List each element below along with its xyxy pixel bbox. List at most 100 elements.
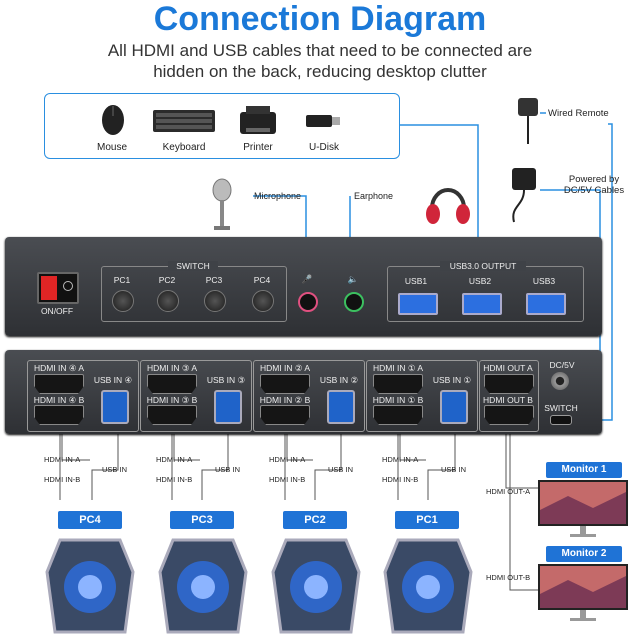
power-label: Powered by DC/5V Cables — [548, 174, 640, 196]
usb-output-label: USB3.0 OUTPUT — [440, 261, 526, 271]
peripheral-label: Keyboard — [162, 142, 206, 153]
headphones-icon — [426, 188, 470, 224]
hdmi-in-4a-port[interactable] — [34, 374, 84, 394]
usb-in-1-port[interactable] — [440, 390, 468, 424]
cable-label: HDMI IN-A — [156, 455, 193, 464]
monitor-tag: Monitor 1 — [546, 462, 622, 478]
subtitle-line-2: hidden on the back, reducing desktop clu… — [153, 62, 487, 81]
monitor-icon — [538, 564, 628, 621]
hdmi-in-3a-port[interactable] — [147, 374, 197, 394]
earphone-jack[interactable] — [344, 292, 364, 312]
usb-port-label: USB2 — [468, 276, 492, 286]
microphone-icon — [212, 178, 232, 230]
cable-label: HDMI IN-A — [382, 455, 419, 464]
cable-label: HDMI IN-B — [269, 475, 306, 484]
usb-port-label: USB1 — [404, 276, 428, 286]
subtitle: All HDMI and USB cables that need to be … — [0, 40, 640, 82]
cable-label: USB IN — [328, 465, 354, 474]
switch-jack-label: SWITCH — [544, 403, 578, 413]
pc-tower-icon — [383, 538, 473, 634]
pc1-button[interactable] — [112, 290, 134, 312]
power-label-line-1: Powered by — [568, 174, 620, 185]
pc-tag: PC1 — [395, 511, 459, 529]
speaker-icon: 🔈 — [347, 274, 359, 284]
hdmi-in-3b-port[interactable] — [147, 405, 197, 425]
switch-group-label: SWITCH — [168, 261, 218, 271]
pc-tag: PC4 — [58, 511, 122, 529]
pc4-button[interactable] — [252, 290, 274, 312]
usb1-port[interactable] — [398, 293, 438, 315]
pc2-button[interactable] — [157, 290, 179, 312]
cable-label: HDMI OUT-A — [486, 487, 531, 496]
hdmi-in-2a-port[interactable] — [260, 374, 310, 394]
peripheral-label: Printer — [243, 142, 273, 153]
monitor-icon — [538, 480, 628, 537]
subtitle-line-1: All HDMI and USB cables that need to be … — [107, 41, 533, 60]
cable-label: HDMI IN-A — [44, 455, 81, 464]
usb-in-label: USB IN ④ — [93, 375, 133, 385]
switch-jack[interactable] — [550, 415, 572, 425]
power-switch-rocker — [41, 276, 57, 300]
usb-drive-icon — [306, 115, 340, 127]
cable-label: USB IN — [102, 465, 128, 474]
power-switch-mark — [63, 281, 73, 291]
hdmi-out-b-port[interactable] — [484, 405, 534, 425]
rear-group-pc2 — [253, 360, 365, 432]
wired-remote-icon — [518, 98, 538, 144]
peripheral-label: U-Disk — [309, 142, 339, 153]
usb-in-3-port[interactable] — [214, 390, 242, 424]
front-panel — [5, 237, 602, 336]
usb-in-4-port[interactable] — [101, 390, 129, 424]
usb2-port[interactable] — [462, 293, 502, 315]
microphone-jack[interactable] — [298, 292, 318, 312]
hdmi-label: HDMI IN ④ A — [33, 363, 85, 373]
peripheral-label: Mouse — [96, 142, 127, 153]
usb3-port[interactable] — [526, 293, 566, 315]
cable-label: HDMI IN-B — [382, 475, 419, 484]
hdmi-out-a-port[interactable] — [484, 374, 534, 394]
hdmi-label: HDMI IN ① B — [372, 395, 424, 405]
hdmi-label: HDMI IN ③ B — [146, 395, 198, 405]
wired-remote-label: Wired Remote — [548, 108, 609, 119]
pc-button-label: PC1 — [113, 275, 131, 285]
hdmi-label: HDMI IN ④ B — [33, 395, 85, 405]
power-switch-label: ON/OFF — [40, 306, 74, 316]
page-title: Connection Diagram — [153, 0, 487, 38]
pc-tag: PC2 — [283, 511, 347, 529]
hdmi-in-1a-port[interactable] — [373, 374, 423, 394]
usb-port-label: USB3 — [532, 276, 556, 286]
usb-in-2-port[interactable] — [327, 390, 355, 424]
pc3-button[interactable] — [204, 290, 226, 312]
microphone-jack-icon: 🎤 — [301, 274, 313, 284]
monitor-tag: Monitor 2 — [546, 546, 622, 562]
mouse-icon — [102, 105, 124, 135]
cable-label: HDMI IN-B — [44, 475, 81, 484]
pc-tag: PC3 — [170, 511, 234, 529]
pc-button-label: PC4 — [253, 275, 271, 285]
microphone-label: Microphone — [254, 191, 302, 201]
pc-button-label: PC2 — [158, 275, 176, 285]
usb-in-label: USB IN ③ — [206, 375, 246, 385]
pc-button-label: PC3 — [205, 275, 223, 285]
hdmi-out-a-label: HDMI OUT A — [483, 363, 533, 373]
hdmi-in-4b-port[interactable] — [34, 405, 84, 425]
rear-group-out — [479, 360, 539, 432]
hdmi-label: HDMI IN ② B — [259, 395, 311, 405]
usb-in-label: USB IN ① — [432, 375, 472, 385]
cable-label: HDMI OUT-B — [486, 573, 531, 582]
usb-output-line — [398, 124, 479, 262]
earphone-label: Earphone — [354, 191, 394, 201]
dc-jack[interactable] — [551, 372, 569, 390]
cable-label: HDMI IN-B — [156, 475, 193, 484]
printer-icon — [240, 106, 276, 134]
hdmi-in-1b-port[interactable] — [373, 405, 423, 425]
hdmi-in-2b-port[interactable] — [260, 405, 310, 425]
keyboard-icon — [153, 110, 215, 132]
power-switch[interactable] — [37, 272, 79, 304]
rear-group-pc1 — [366, 360, 478, 432]
pc-tower-icon — [271, 538, 361, 634]
cable-label: HDMI IN-A — [269, 455, 306, 464]
pc-tower-icon — [45, 538, 135, 634]
rear-group-pc4 — [27, 360, 139, 432]
cable-label: USB IN — [441, 465, 467, 474]
